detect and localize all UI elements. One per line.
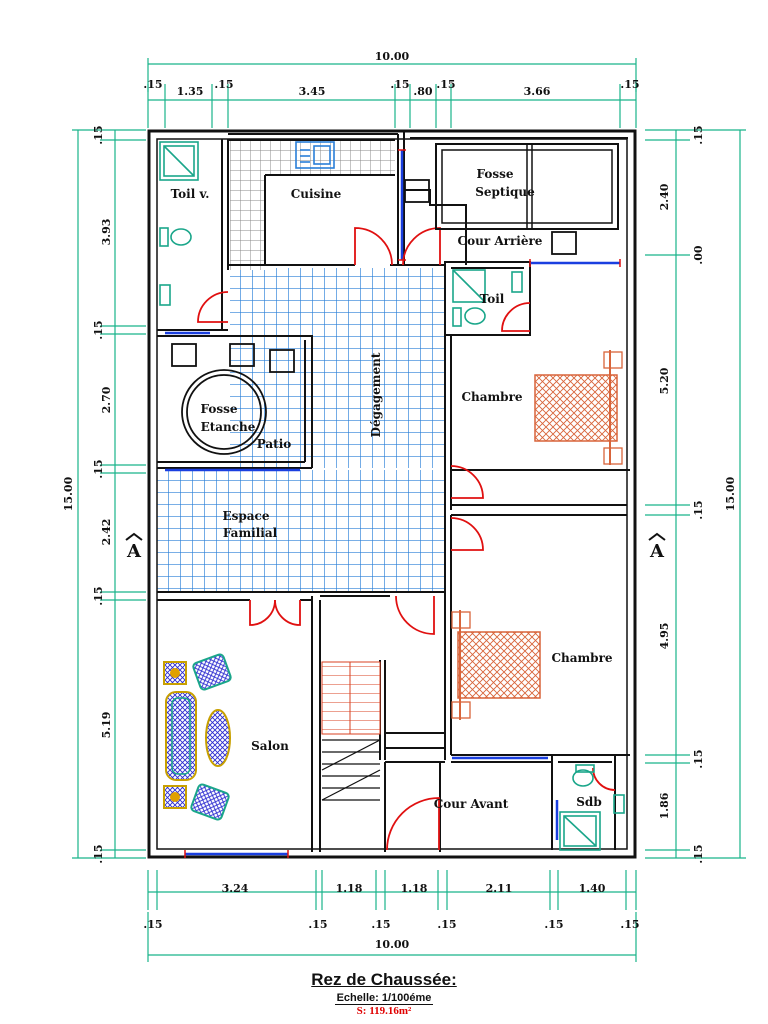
- svg-text:.15: .15: [620, 918, 639, 931]
- label-bedroom-lower: Chambre: [551, 651, 612, 665]
- svg-text:.15: .15: [92, 125, 105, 144]
- windows: [165, 150, 620, 856]
- svg-text:2.11: 2.11: [486, 882, 513, 895]
- svg-text:.15: .15: [371, 918, 390, 931]
- label-bedroom-upper: Chambre: [461, 390, 522, 404]
- fixtures: [159, 141, 625, 851]
- svg-text:3.45: 3.45: [299, 85, 326, 98]
- svg-text:.15: .15: [92, 844, 105, 863]
- plan-caption: Rez de Chaussée: Echelle: 1/100éme S: 11…: [0, 970, 768, 1017]
- doors: [197, 227, 616, 851]
- window-ticks: [184, 149, 621, 858]
- svg-text:3.93: 3.93: [100, 219, 113, 246]
- svg-text:15.00: 15.00: [724, 476, 737, 511]
- label-septic-1: Fosse: [476, 167, 513, 181]
- svg-text:.80: .80: [413, 85, 432, 98]
- svg-text:2.42: 2.42: [100, 519, 113, 546]
- label-corridor: Dégagement: [369, 352, 383, 437]
- walls: [147, 129, 637, 859]
- svg-text:10.00: 10.00: [375, 50, 410, 63]
- label-toilet: Toil: [480, 292, 505, 306]
- svg-text:3.24: 3.24: [222, 882, 249, 895]
- plan-title: Rez de Chaussée:: [311, 970, 457, 989]
- label-front-yard: Cour Avant: [434, 797, 509, 811]
- svg-text:.15: .15: [92, 586, 105, 605]
- svg-text:1.86: 1.86: [658, 792, 671, 819]
- svg-text:A: A: [649, 541, 665, 562]
- svg-text:2.40: 2.40: [658, 183, 671, 210]
- plan-scale: Echelle: 1/100éme: [334, 992, 434, 1005]
- staircase: [321, 661, 381, 801]
- svg-text:5.20: 5.20: [658, 367, 671, 394]
- label-living: Salon: [251, 739, 289, 753]
- svg-text:.15: .15: [692, 844, 705, 863]
- svg-text:1.40: 1.40: [579, 882, 606, 895]
- svg-text:5.19: 5.19: [100, 712, 113, 739]
- svg-text:.15: .15: [436, 78, 455, 91]
- label-septic-2: Septique: [475, 185, 535, 199]
- svg-text:.15: .15: [620, 78, 639, 91]
- svg-text:.15: .15: [308, 918, 327, 931]
- svg-text:.15: .15: [390, 78, 409, 91]
- label-kitchen: Cuisine: [291, 187, 342, 201]
- svg-text:.15: .15: [143, 78, 162, 91]
- label-patio: Patio: [257, 437, 292, 451]
- svg-text:1.18: 1.18: [401, 882, 428, 895]
- svg-text:.15: .15: [143, 918, 162, 931]
- label-family-1: Espace: [222, 509, 269, 523]
- label-tank-1: Fosse: [200, 402, 237, 416]
- svg-text:2.70: 2.70: [100, 386, 113, 413]
- svg-text:.15: .15: [214, 78, 233, 91]
- label-toilet-small: Toil v.: [171, 187, 210, 201]
- dimension-labels: 10.00 .15 1.35 .15 3.45 .15 .80 .15 3.66…: [62, 50, 737, 951]
- svg-text:.15: .15: [692, 500, 705, 519]
- svg-text:1.35: 1.35: [177, 85, 204, 98]
- svg-text:3.66: 3.66: [524, 85, 551, 98]
- svg-text:4.95: 4.95: [658, 623, 671, 650]
- tank-and-pillars: [171, 343, 295, 455]
- section-marker-left: A: [125, 532, 143, 562]
- plan-area: S: 119.16m²: [356, 1005, 412, 1017]
- room-labels: Toil v. Cuisine Fosse Septique Cour Arri…: [171, 167, 613, 811]
- bed-upper: [534, 350, 623, 465]
- svg-text:.15: .15: [92, 459, 105, 478]
- label-back-yard: Cour Arrière: [458, 234, 543, 248]
- septic-tank: [404, 143, 619, 255]
- label-family-2: Familial: [223, 526, 278, 540]
- svg-text:.00: .00: [692, 245, 705, 264]
- dimension-lines: [72, 58, 746, 962]
- svg-text:.15: .15: [692, 749, 705, 768]
- svg-text:.15: .15: [92, 320, 105, 339]
- section-marker-right: A: [648, 532, 666, 562]
- svg-text:15.00: 15.00: [62, 476, 75, 511]
- svg-text:.15: .15: [692, 125, 705, 144]
- label-bathroom: Sdb: [576, 795, 601, 809]
- svg-text:.15: .15: [437, 918, 456, 931]
- svg-text:.15: .15: [544, 918, 563, 931]
- salon-furniture: [163, 653, 232, 821]
- svg-text:A: A: [126, 541, 142, 562]
- floor-tiling: [157, 140, 445, 592]
- bed-lower: [451, 610, 541, 720]
- svg-text:10.00: 10.00: [375, 938, 410, 951]
- label-tank-2: Etanche: [201, 420, 256, 434]
- svg-text:1.18: 1.18: [336, 882, 363, 895]
